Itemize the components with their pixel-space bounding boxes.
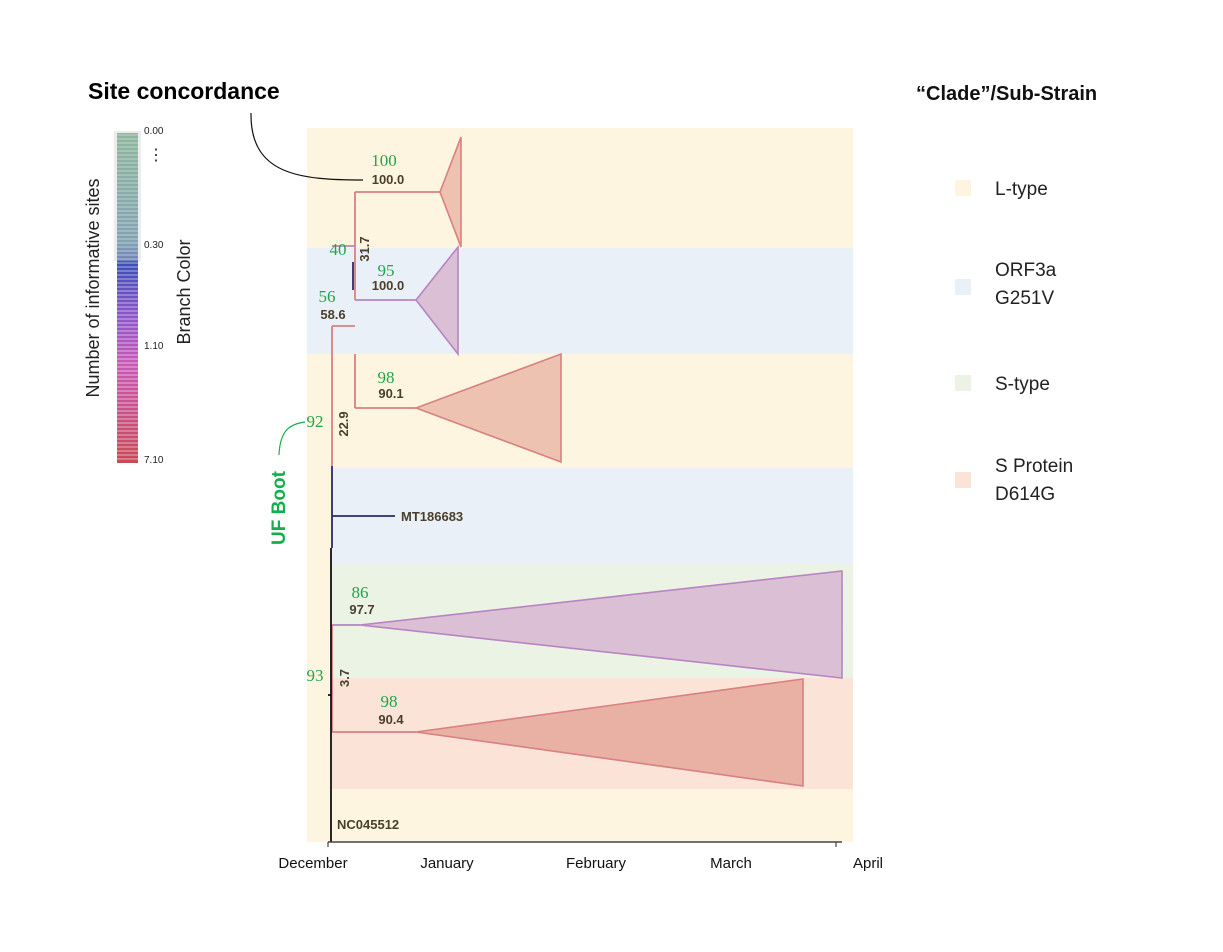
phylogenetic-tree: 100 40 95 56 98 92 86 93 98 100.0 31.7 1… [250,112,843,842]
title-pointer-line [250,112,364,181]
clade-legend: L-type ORF3a G251V S-type S Protein D614… [955,179,1073,505]
boot-value: 100 [371,151,397,170]
colorbar-ellipsis: ⋮ [148,147,164,164]
concordance-value: 31.7 [357,236,372,261]
clade-triangle-ltype-mid [413,352,562,464]
clade-triangle-stype [359,570,843,679]
concordance-value: 22.9 [336,411,351,436]
colorbar-tick-0: 0.00 [144,126,164,137]
concordance-value: 100.0 [372,172,405,187]
boot-value: 98 [378,368,395,387]
legend-label-ltype: L-type [995,179,1048,200]
colorbar-tick-2: 1.10 [144,341,164,352]
band-orf3a-mt [332,468,853,564]
colorbar: 0.00 ⋮ 0.30 1.10 7.10 Number of informat… [83,126,194,466]
legend-swatch-ltype [955,180,971,196]
colorbar-tick-3: 7.10 [144,455,164,466]
band-orf3a-top [307,248,853,354]
colorbar-highlight [114,131,141,261]
concordance-value: 58.6 [320,307,345,322]
legend-label-d614g-line2: D614G [995,484,1055,505]
band-ltype-strip [307,468,332,789]
boot-value: 95 [378,261,395,280]
legend-swatch-d614g [955,472,971,488]
colorbar-tick-1: 0.30 [144,240,164,251]
band-ltype-mid [307,354,853,468]
time-axis: December January February March April [278,841,883,872]
legend-swatch-stype [955,375,971,391]
concordance-value: 100.0 [372,278,405,293]
boot-value: 56 [319,287,336,306]
clade-triangle-orf3a [414,244,459,357]
band-ltype-top [307,128,853,248]
legend-title: “Clade”/Sub-Strain [916,83,1097,105]
legend-label-stype: S-type [995,374,1050,395]
boot-value: 40 [330,240,347,259]
colorbar-color-label: Branch Color [174,239,194,344]
taxon-label-mt186683: MT186683 [401,509,463,524]
uf-boot-pointer-line [278,421,306,456]
figure-title: Site concordance [88,78,280,104]
concordance-value: 97.7 [349,602,374,617]
legend-label-orf3a-line2: G251V [995,288,1054,309]
concordance-value: 90.1 [378,386,403,401]
boot-value: 98 [381,692,398,711]
concordance-value: 90.4 [378,712,404,727]
band-ltype-bottom [307,789,853,842]
x-tick-label: April [853,855,883,872]
clade-triangle-d614g [415,678,804,787]
boot-value: 86 [352,583,369,602]
boot-value: 92 [307,412,324,431]
legend-swatch-orf3a [955,279,971,295]
uf-boot-label: UF Boot [269,470,290,545]
boot-value: 93 [307,666,324,685]
concordance-value: 3.7 [337,669,352,687]
x-tick-label: March [710,855,752,872]
x-tick-label: December [278,855,347,872]
colorbar-stripes [117,134,138,460]
colorbar-axis-label: Number of informative sites [83,178,103,397]
legend-label-orf3a-line1: ORF3a [995,260,1057,281]
legend-label-d614g-line1: S Protein [995,456,1073,477]
x-tick-label: February [566,855,627,872]
taxon-label-nc045512: NC045512 [337,817,399,832]
x-tick-label: January [420,855,474,872]
clade-triangle-ltype-top [439,136,462,248]
